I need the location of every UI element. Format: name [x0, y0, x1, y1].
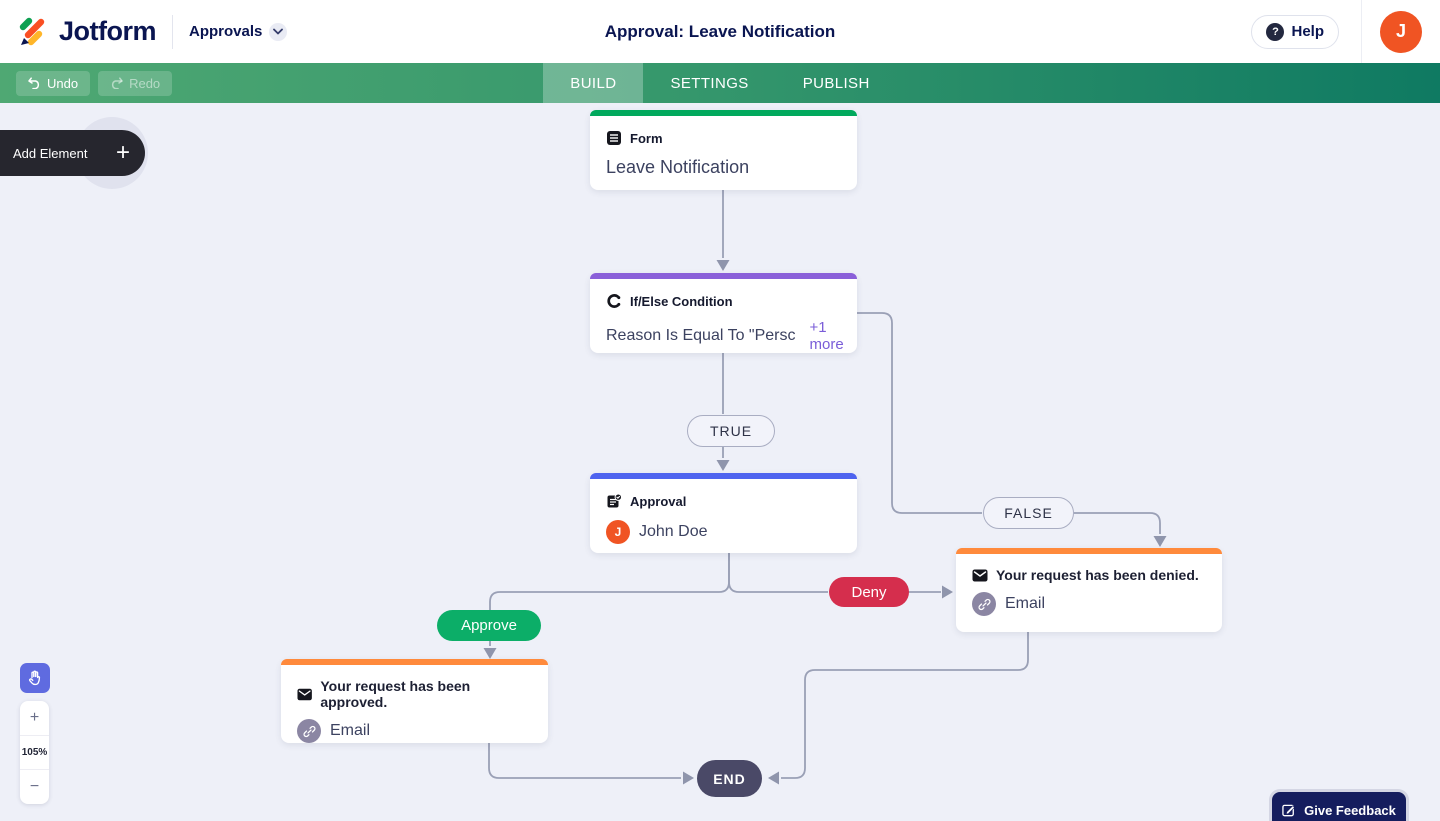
form-title: Leave Notification	[606, 157, 750, 177]
approvals-dropdown[interactable]: Approvals	[189, 22, 288, 41]
approval-clipboard-icon	[607, 493, 622, 508]
envelope-icon	[297, 688, 312, 700]
branch-label-true: TRUE	[687, 415, 775, 447]
node-condition[interactable]: If/Else Condition Reason Is Equal To "Pe…	[590, 273, 857, 353]
help-label: Help	[1291, 23, 1324, 40]
condition-rule-text: Reason Is Equal To "Persc	[606, 327, 796, 344]
jotform-wordmark: Jotform	[59, 16, 157, 46]
approvals-dropdown-label: Approvals	[189, 23, 263, 40]
plus-icon: +	[115, 139, 130, 166]
connector-condition-to-false	[857, 312, 982, 514]
approval-accent-bar	[590, 473, 857, 479]
pan-tool-button[interactable]	[20, 663, 50, 693]
redo-button[interactable]: Redo	[98, 70, 173, 96]
envelope-icon	[972, 569, 988, 581]
top-header: Jotform Approvals Approval: Leave Notifi…	[0, 0, 1440, 63]
builder-toolbar: Undo Redo BUILD SETTINGS PUBLISH	[0, 63, 1440, 103]
jotform-logo[interactable]: Jotform	[16, 15, 157, 49]
avatar-zone: J	[1361, 0, 1440, 63]
redo-label: Redo	[129, 75, 161, 91]
zoom-level: 105%	[20, 734, 49, 771]
give-feedback-button[interactable]: Give Feedback	[1272, 792, 1406, 821]
node-email-denied[interactable]: Your request has been denied. Email	[956, 548, 1222, 632]
denied-accent-bar	[956, 548, 1222, 554]
approve-pill[interactable]: Approve	[437, 610, 541, 641]
zoom-controls: + 105% −	[20, 701, 49, 804]
undo-label: Undo	[47, 75, 79, 91]
redo-icon	[112, 77, 123, 89]
condition-more-link[interactable]: +1 more	[809, 319, 844, 353]
approved-email-channel: Email	[330, 722, 371, 739]
add-element-button[interactable]: Add Element +	[0, 130, 145, 176]
denied-email-title: Your request has been denied.	[996, 567, 1199, 583]
connector-approval-to-deny	[728, 553, 828, 593]
flow-connectors	[483, 190, 1167, 785]
builder-tabs: BUILD SETTINGS PUBLISH	[543, 63, 896, 103]
connector-approved-to-end	[488, 742, 681, 779]
connector-false-to-denied	[1074, 512, 1161, 534]
approval-type-label: Approval	[630, 493, 687, 509]
feedback-icon	[1282, 804, 1295, 816]
undo-icon	[28, 77, 40, 89]
node-form[interactable]: Form Leave Notification	[590, 110, 857, 190]
form-icon	[607, 131, 621, 145]
flow-canvas[interactable]: Add Element + Form Leave Notification	[0, 103, 1440, 821]
ifelse-branch-icon	[607, 294, 621, 308]
tab-build[interactable]: BUILD	[543, 63, 644, 103]
add-element-label: Add Element	[13, 145, 88, 161]
header-divider	[172, 14, 173, 49]
node-approval[interactable]: Approval J John Doe	[590, 473, 857, 553]
assignee-name: John Doe	[639, 523, 708, 540]
jotform-logo-icon	[19, 17, 45, 45]
undo-button[interactable]: Undo	[16, 70, 91, 96]
node-email-approved[interactable]: Your request has been approved. Email	[281, 659, 548, 743]
branch-label-false: FALSE	[983, 497, 1074, 529]
deny-pill[interactable]: Deny	[829, 577, 909, 607]
connector-denied-to-end	[781, 631, 1029, 779]
hand-icon	[29, 670, 41, 686]
denied-email-channel: Email	[1005, 595, 1046, 612]
link-icon	[297, 719, 321, 743]
link-icon	[972, 592, 996, 616]
chevron-down-icon	[269, 22, 288, 41]
approved-email-title: Your request has been approved.	[320, 678, 471, 710]
question-mark-icon: ?	[1266, 22, 1285, 41]
form-type-label: Form	[630, 130, 663, 146]
assignee-avatar: J	[606, 520, 630, 544]
approved-accent-bar	[281, 659, 548, 665]
tab-publish[interactable]: PUBLISH	[802, 74, 870, 92]
form-accent-bar	[590, 110, 857, 116]
condition-accent-bar	[590, 273, 857, 279]
condition-type-label: If/Else Condition	[630, 293, 733, 309]
zoom-out-button[interactable]: −	[29, 778, 40, 796]
user-avatar[interactable]: J	[1380, 10, 1422, 53]
help-button[interactable]: ? Help	[1251, 14, 1339, 49]
tab-settings[interactable]: SETTINGS	[670, 74, 749, 92]
give-feedback-label: Give Feedback	[1304, 802, 1396, 818]
end-node: END	[697, 760, 762, 797]
zoom-in-button[interactable]: +	[29, 708, 40, 726]
